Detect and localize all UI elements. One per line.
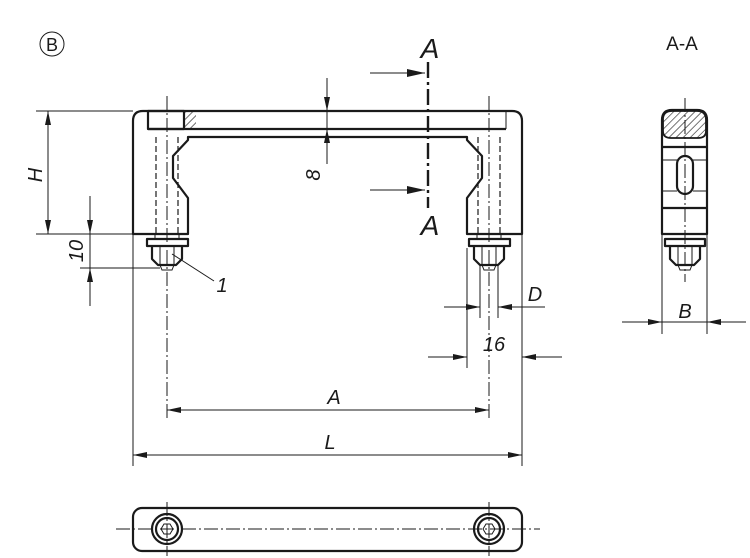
item-callout-label: 1 (216, 275, 227, 297)
section-title: A-A (666, 34, 698, 55)
item-callout: 1 (171, 253, 228, 297)
section-marker-top: A (419, 33, 440, 64)
dimension-D-label: D (528, 284, 542, 306)
dimension-10: 10 (66, 196, 160, 306)
dimension-H: H (25, 110, 133, 235)
dimension-A: A (167, 387, 489, 413)
section-cut-line: A A (370, 33, 439, 241)
dimension-10-label: 10 (66, 240, 88, 262)
dimension-L-label: L (324, 432, 335, 454)
section-marker-bottom: A (419, 210, 440, 241)
dimension-8: 8 (303, 78, 330, 181)
view-marker-label: B (46, 35, 58, 55)
handle-front-view (131, 96, 524, 418)
dimension-16-label: 16 (483, 334, 506, 356)
handle-bottom-view (116, 502, 540, 556)
dimension-A-label: A (326, 387, 340, 409)
view-marker: B (39, 31, 65, 57)
dimension-D: D (444, 265, 545, 318)
dimension-16: 16 (428, 234, 562, 466)
dimension-B-label: B (678, 301, 691, 323)
dimension-8-label: 8 (303, 169, 325, 180)
section-view-a-a: B (622, 98, 746, 334)
dimension-L: L (132, 234, 522, 466)
dimension-H-label: H (25, 167, 47, 182)
